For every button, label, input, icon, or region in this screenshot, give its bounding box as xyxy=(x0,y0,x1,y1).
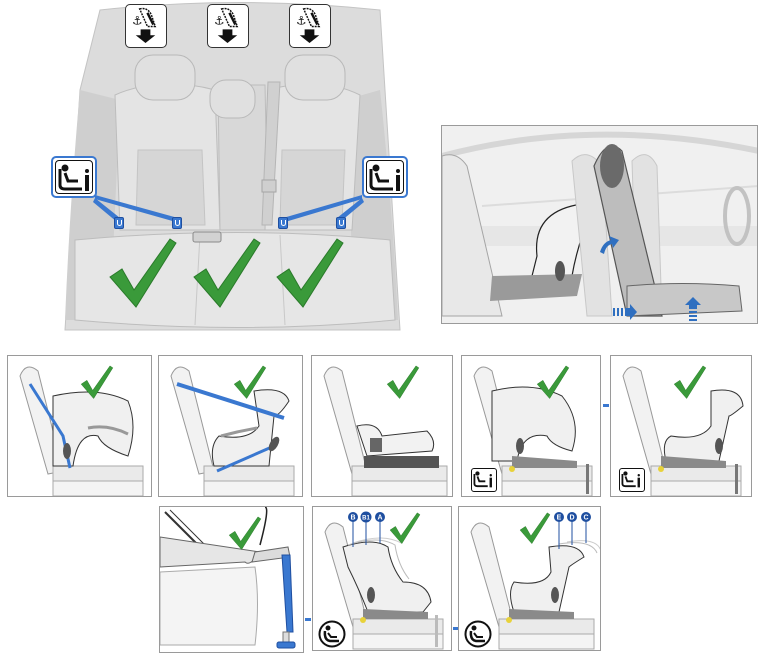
checkmark-icon-right-seat xyxy=(276,238,344,308)
backrest-forward-arrow-icon xyxy=(600,236,619,254)
checkmark-icon xyxy=(389,512,421,545)
isofix-callout-lines xyxy=(93,195,364,222)
svg-text:D: D xyxy=(569,515,574,522)
panel-isofix-rear-facing xyxy=(461,355,601,497)
panel-belt-rear-facing xyxy=(7,355,152,497)
panel-booster xyxy=(311,355,453,497)
checkmark-icon xyxy=(536,365,570,399)
connector-line xyxy=(305,618,311,621)
panel-i-size-forward-facing: E D C xyxy=(458,506,601,651)
panel-isofix-forward-facing xyxy=(610,355,752,497)
isofix-icon xyxy=(619,468,645,492)
isofix-anchor-4 xyxy=(336,217,346,229)
checkmark-icon-left-seat xyxy=(109,238,177,308)
isofix-icon xyxy=(471,468,497,492)
isofix-anchor-2 xyxy=(172,217,182,229)
svg-text:⚓: ⚓ xyxy=(214,14,224,28)
svg-text:B1: B1 xyxy=(362,516,370,522)
checkmark-icon xyxy=(228,516,262,550)
front-seat-adjust-panel xyxy=(441,125,758,324)
isofix-anchor-1 xyxy=(114,217,124,229)
i-size-icon xyxy=(318,620,346,648)
panel-i-size-rear-facing: B B1 A xyxy=(312,506,452,651)
isofix-icon-left xyxy=(51,156,97,198)
checkmark-icon xyxy=(80,365,114,399)
svg-text:A: A xyxy=(377,515,382,522)
i-size-icon xyxy=(464,620,492,648)
rear-seat-overview xyxy=(40,0,420,340)
svg-text:⚓: ⚓ xyxy=(296,14,306,28)
connector-line xyxy=(453,627,459,630)
svg-text:C: C xyxy=(583,515,588,522)
checkmark-icon xyxy=(386,365,420,399)
isofix-anchor-3 xyxy=(278,217,288,229)
seat-slide-forward-arrow-icon xyxy=(613,304,637,320)
panel-support-leg xyxy=(159,506,304,653)
checkmark-icon xyxy=(519,512,551,545)
isofix-icon-right xyxy=(362,156,408,198)
checkmark-icon xyxy=(673,365,707,399)
svg-text:B: B xyxy=(350,515,355,522)
svg-text:⚓: ⚓ xyxy=(132,14,142,28)
checkmark-icon xyxy=(233,365,267,399)
top-tether-icon-left: ⚓ xyxy=(125,4,167,48)
checkmark-icon-center-seat xyxy=(193,238,261,308)
seat-raise-arrow-icon xyxy=(685,297,701,321)
top-tether-icon-right: ⚓ xyxy=(289,4,331,48)
top-tether-icon-center: ⚓ xyxy=(207,4,249,48)
panel-belt-forward-facing xyxy=(158,355,303,497)
svg-text:E: E xyxy=(557,515,562,522)
connector-line xyxy=(603,404,609,407)
